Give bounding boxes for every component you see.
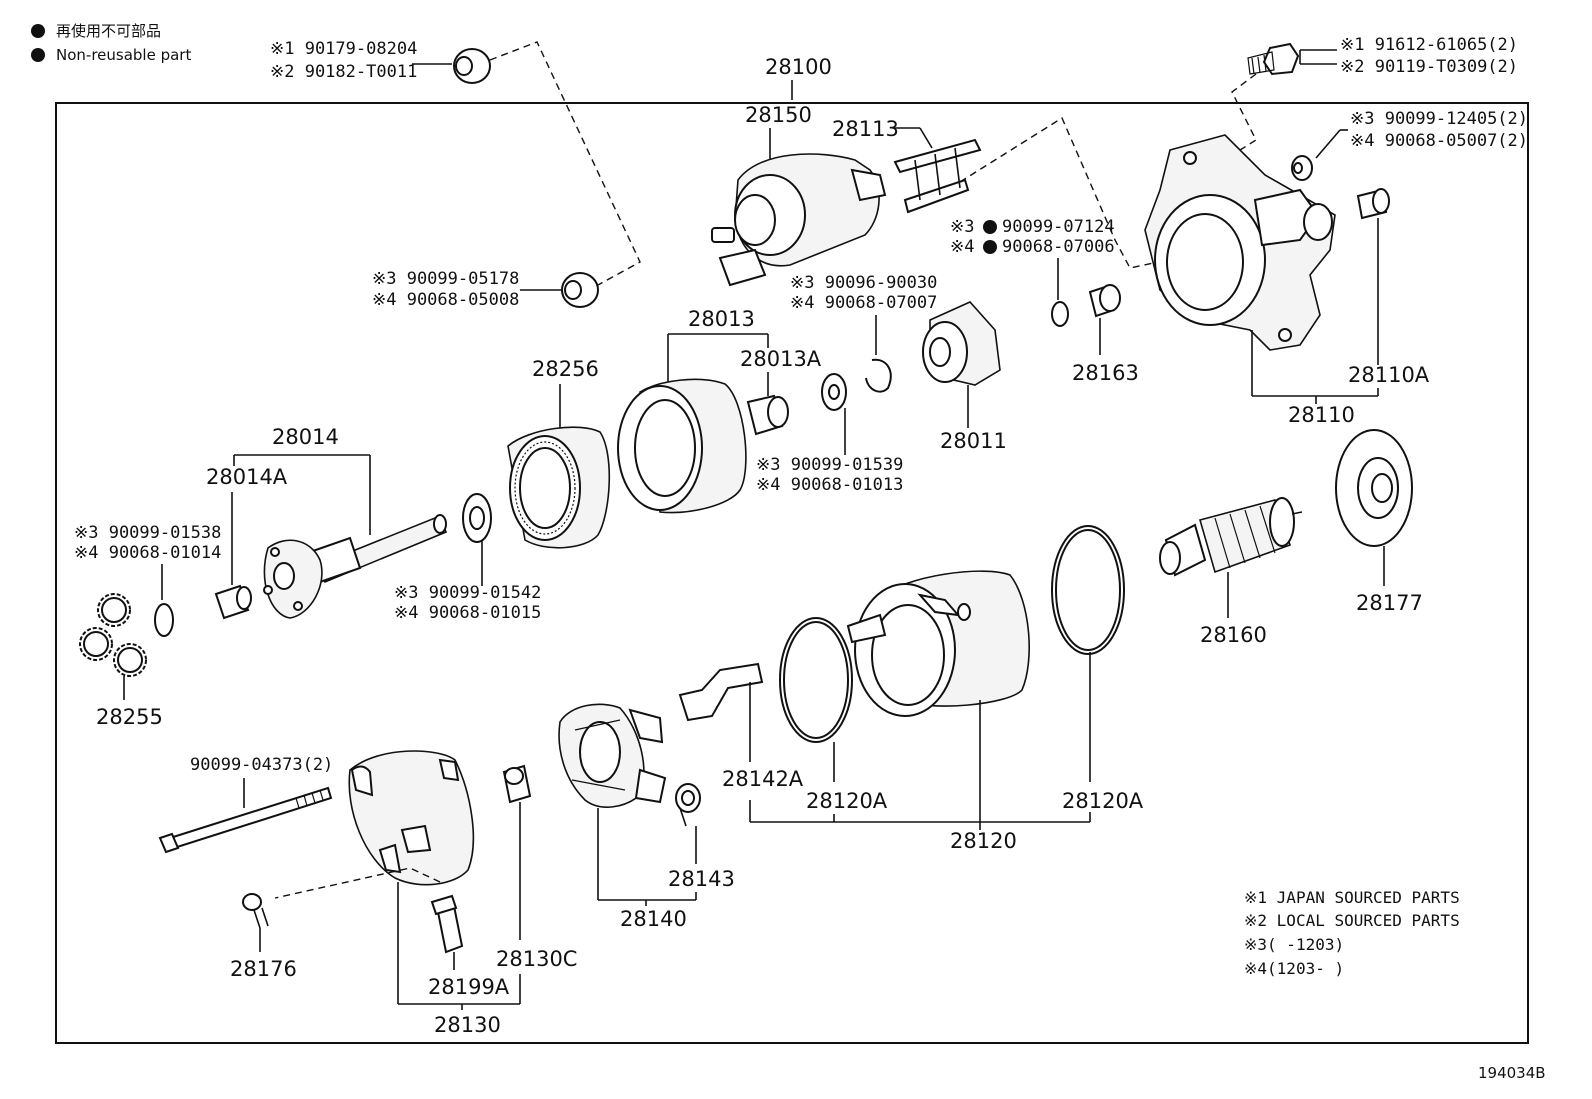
label-28013A: 28013A bbox=[740, 347, 822, 371]
nut-part bbox=[561, 272, 599, 308]
callout-90182-T0011: ※2 90182-T0011 bbox=[270, 62, 417, 82]
snap-ring-part bbox=[1051, 301, 1069, 327]
field-frame-28120-part bbox=[846, 570, 1030, 717]
bearing-28163-part bbox=[1088, 284, 1121, 318]
callout-90068-05007: ※4 90068-05007(2) bbox=[1350, 131, 1528, 151]
note-before-1203: ※3( -1203) bbox=[1244, 935, 1344, 954]
dust-plate-28177-part bbox=[1335, 429, 1413, 547]
diagram-id: 194034B bbox=[1478, 1064, 1546, 1082]
note-japan-sourced: ※1 JAPAN SOURCED PARTS bbox=[1244, 888, 1460, 907]
screw-28176-part bbox=[242, 893, 269, 929]
label-28014A: 28014A bbox=[206, 465, 288, 489]
label-28160: 28160 bbox=[1200, 623, 1267, 647]
label-28255: 28255 bbox=[96, 705, 163, 729]
label-28199A: 28199A bbox=[428, 975, 510, 999]
thrust-washer-part bbox=[154, 603, 174, 637]
label-28177: 28177 bbox=[1356, 591, 1423, 615]
non-reusable-bullet-icon bbox=[983, 240, 997, 254]
bolt-part bbox=[1247, 42, 1300, 76]
solenoid-28150-part bbox=[711, 153, 887, 287]
label-28142A: 28142A bbox=[722, 767, 804, 791]
label-28163: 28163 bbox=[1072, 361, 1139, 385]
callout-90096-90030: ※3 90096-90030 bbox=[790, 273, 937, 293]
callout-90099-01538: ※3 90099-01538 bbox=[74, 523, 221, 543]
label-28013: 28013 bbox=[688, 307, 755, 331]
non-reusable-bullet-icon bbox=[31, 24, 45, 38]
label-28130: 28130 bbox=[434, 1013, 501, 1037]
label-28110A: 28110A bbox=[1348, 363, 1430, 387]
callout-90068-07006: 90068-07006 bbox=[1002, 237, 1115, 257]
planetary-gears-28255-part bbox=[79, 593, 147, 677]
diagram-frame bbox=[55, 102, 1529, 1044]
callout-90099-01539: ※3 90099-01539 bbox=[756, 455, 903, 475]
terminal-28113-part bbox=[893, 138, 982, 214]
insulator-28142A-part bbox=[678, 662, 764, 722]
bushing-28014A-part bbox=[214, 584, 252, 620]
callout-90099-04373: 90099-04373(2) bbox=[190, 755, 333, 775]
label-28120A-left: 28120A bbox=[806, 789, 888, 813]
grommet-28199A-part bbox=[430, 894, 464, 954]
nut-part bbox=[453, 48, 491, 84]
callout-90068-01014: ※4 90068-01014 bbox=[74, 543, 221, 563]
label-28140: 28140 bbox=[620, 907, 687, 931]
washer-small-part bbox=[1291, 155, 1313, 181]
brush-spring-28143-part bbox=[675, 783, 701, 827]
legend-en: Non-reusable part bbox=[56, 46, 191, 64]
callout-90068-05008: ※4 90068-05008 bbox=[372, 290, 519, 310]
label-28150: 28150 bbox=[745, 103, 812, 127]
callout-90068-07006-code: ※4 bbox=[950, 237, 974, 257]
brush-holder-28140-part bbox=[558, 703, 667, 808]
callout-91612-61065: ※1 91612-61065(2) bbox=[1340, 35, 1518, 55]
internal-gear-28256-part bbox=[507, 426, 611, 549]
label-28011: 28011 bbox=[940, 429, 1007, 453]
label-28014: 28014 bbox=[272, 425, 339, 449]
label-28120A-right: 28120A bbox=[1062, 789, 1144, 813]
housing-28110-part bbox=[1144, 134, 1336, 351]
callout-90068-01015: ※4 90068-01015 bbox=[394, 603, 541, 623]
callout-90179-08204: ※1 90179-08204 bbox=[270, 39, 417, 59]
callout-90099-07124-code: ※3 bbox=[950, 217, 974, 237]
end-frame-28130-part bbox=[348, 750, 475, 886]
legend-jp: 再使用不可部品 bbox=[56, 22, 161, 40]
through-bolt-part bbox=[158, 786, 333, 854]
non-reusable-bullet-icon bbox=[983, 220, 997, 234]
callout-90099-07124: 90099-07124 bbox=[1002, 217, 1115, 237]
label-28143: 28143 bbox=[668, 867, 735, 891]
note-local-sourced: ※2 LOCAL SOURCED PARTS bbox=[1244, 911, 1460, 930]
note-from-1203: ※4(1203- ) bbox=[1244, 959, 1344, 978]
bushing-28110A-part bbox=[1356, 188, 1390, 220]
label-28120: 28120 bbox=[950, 829, 1017, 853]
shaft-28014-part bbox=[263, 514, 448, 619]
label-28256: 28256 bbox=[532, 357, 599, 381]
callout-90099-12405: ※3 90099-12405(2) bbox=[1350, 109, 1528, 129]
bearing-28130C-part bbox=[502, 764, 532, 804]
label-28176: 28176 bbox=[230, 957, 297, 981]
non-reusable-bullet-icon bbox=[31, 48, 45, 62]
label-28110: 28110 bbox=[1288, 403, 1355, 427]
armature-28160-part bbox=[1159, 497, 1303, 577]
callout-90068-01013: ※4 90068-01013 bbox=[756, 475, 903, 495]
callout-90099-05178: ※3 90099-05178 bbox=[372, 269, 519, 289]
label-28113: 28113 bbox=[832, 117, 899, 141]
callout-90119-T0309: ※2 90119-T0309(2) bbox=[1340, 57, 1518, 77]
bushing-28013A-part bbox=[746, 394, 789, 436]
callout-90099-01542: ※3 90099-01542 bbox=[394, 583, 541, 603]
yoke-28013-part bbox=[617, 378, 747, 514]
clutch-28011-part bbox=[922, 301, 1001, 386]
label-28130C: 28130C bbox=[496, 947, 577, 971]
callout-90068-07007: ※4 90068-07007 bbox=[790, 293, 937, 313]
retainer-clip-part bbox=[865, 358, 892, 393]
label-28100: 28100 bbox=[765, 55, 832, 79]
